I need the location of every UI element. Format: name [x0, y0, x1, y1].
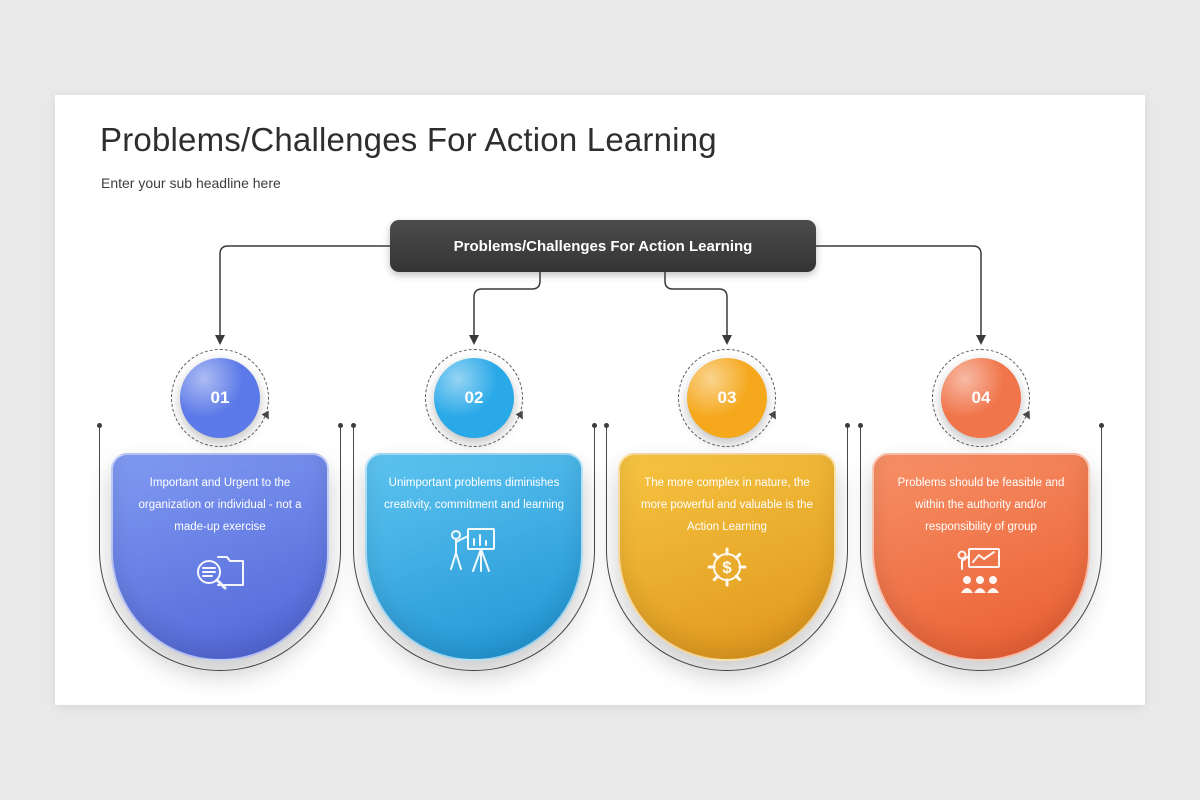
step-number-badge: 02	[434, 358, 514, 438]
slide-title: Problems/Challenges For Action Learning	[100, 121, 717, 158]
search-documents-icon	[192, 547, 248, 599]
ring-arrow-icon	[261, 410, 273, 422]
dashed-ring	[171, 349, 273, 447]
card-text: Unimportant problems diminishes creativi…	[383, 477, 565, 511]
card-outline	[604, 423, 850, 671]
card-text: Important and Urgent to the organization…	[138, 477, 302, 533]
root-node-label: Problems/Challenges For Action Learning	[453, 237, 753, 255]
card-group-4: 04 Problems should be feasible and withi…	[856, 345, 1106, 685]
svg-text:$: $	[722, 558, 732, 577]
card-group-2: 02 Unimportant problems diminishes creat…	[349, 345, 599, 685]
dashed-ring	[678, 349, 780, 447]
root-node-box: Problems/Challenges For Action Learning	[390, 220, 816, 272]
step-number-badge: 04	[941, 358, 1021, 438]
card-group-3: 03 The more complex in nature, the more …	[602, 345, 852, 685]
slide-subtitle: Enter your sub headline here	[101, 175, 281, 191]
slide-canvas: Problems/Challenges For Action Learning …	[55, 95, 1145, 705]
card-body: Unimportant problems diminishes creativi…	[365, 453, 583, 661]
card-text: Problems should be feasible and within t…	[897, 477, 1065, 533]
step-number-badge: 01	[180, 358, 260, 438]
step-number-badge: 03	[687, 358, 767, 438]
card-body: The more complex in nature, the more pow…	[618, 453, 836, 661]
card-outline	[97, 423, 343, 671]
presenter-whiteboard-icon	[446, 525, 502, 577]
card-outline	[351, 423, 597, 671]
card-group-1: 01 Important and Urgent to the organizat…	[95, 345, 345, 685]
ring-arrow-icon	[1022, 410, 1034, 422]
dashed-ring	[425, 349, 527, 447]
card-outline	[858, 423, 1104, 671]
card-body: Problems should be feasible and within t…	[872, 453, 1090, 661]
ring-arrow-icon	[768, 410, 780, 422]
card-body: Important and Urgent to the organization…	[111, 453, 329, 661]
dashed-ring	[932, 349, 1034, 447]
presentation-audience-icon	[953, 547, 1009, 599]
gear-dollar-icon: $	[699, 541, 755, 593]
ring-arrow-icon	[515, 410, 527, 422]
card-text: The more complex in nature, the more pow…	[641, 477, 813, 533]
